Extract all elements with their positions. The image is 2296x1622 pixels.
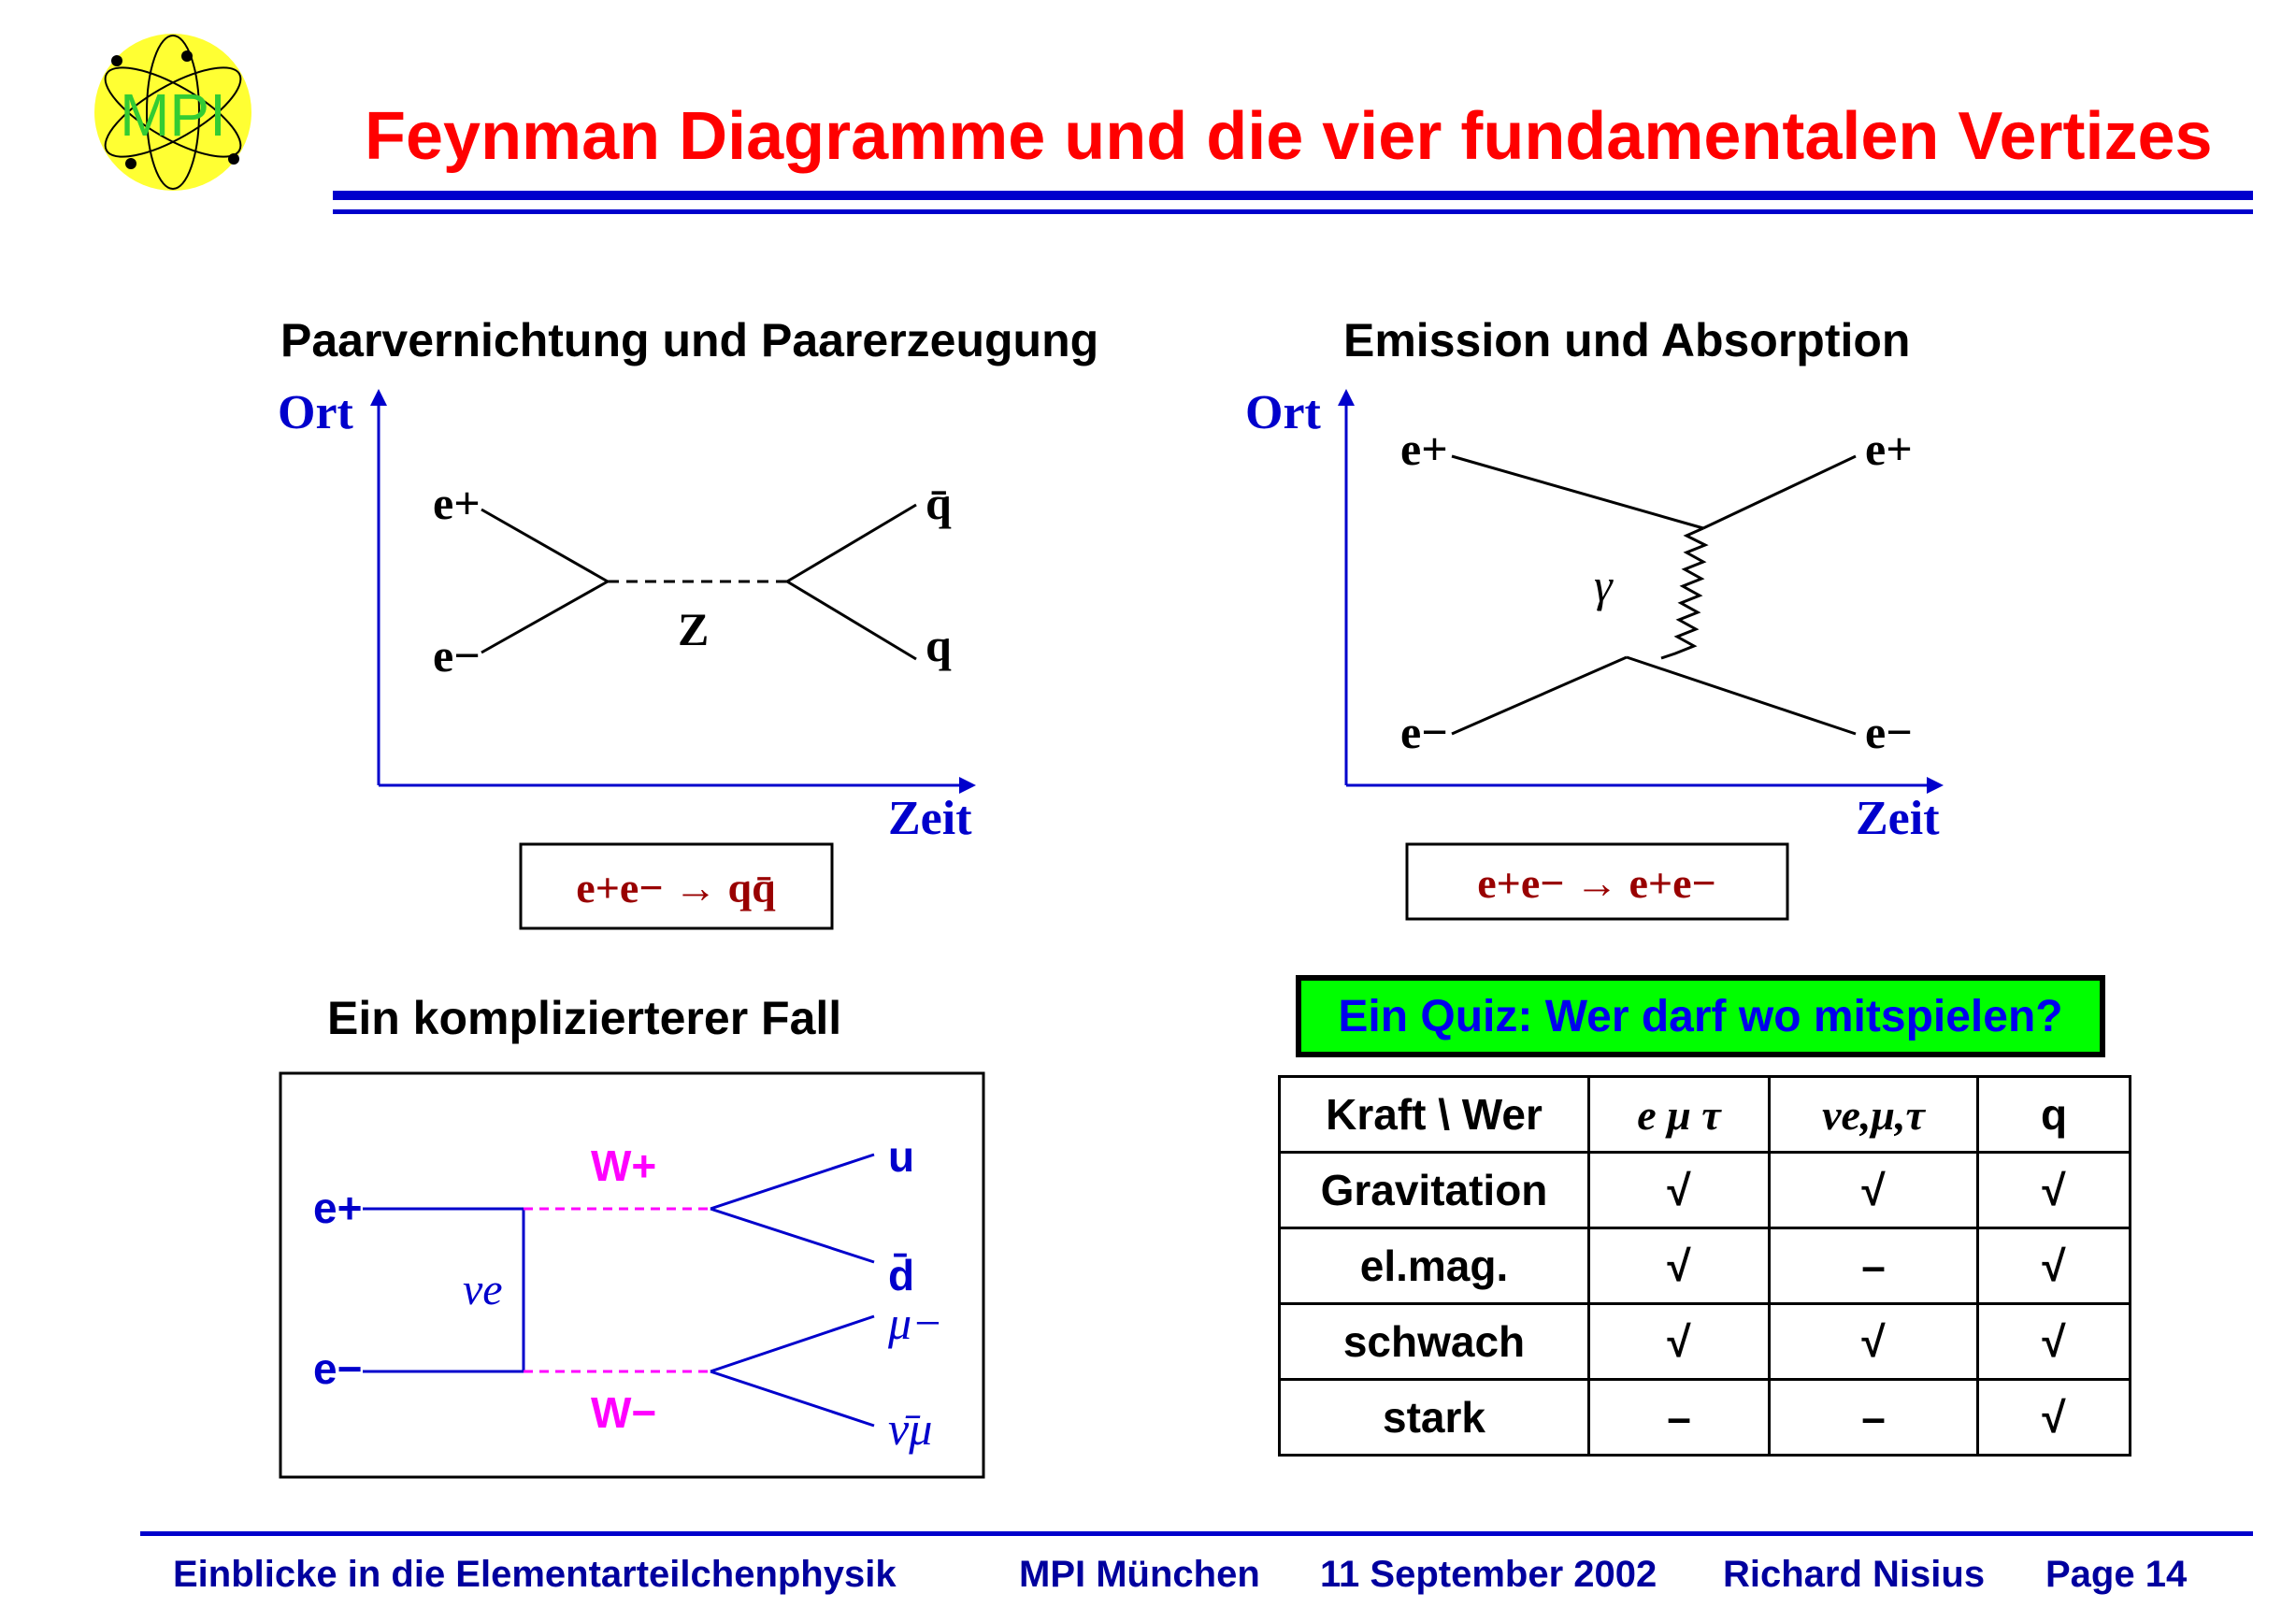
table-cell: – [1768, 1227, 1979, 1305]
table-cell: – [1768, 1378, 1979, 1457]
label-qbar: q̄ [926, 477, 952, 529]
label-e-plus: e+ [313, 1184, 362, 1232]
table-cell: √ [1976, 1302, 2131, 1381]
label-z: Z [678, 603, 709, 655]
label-mu: μ− [887, 1297, 943, 1349]
diagram-emission-absorption: Ort Zeit e+ e+ e− e− γ e+e− → e+e− [1245, 386, 1944, 921]
table-cell: √ [1768, 1151, 1979, 1229]
header-cell: q [1976, 1075, 2131, 1154]
label-e-minus-in: e− [1400, 706, 1448, 758]
axis-x-label: Zeit [888, 792, 972, 845]
label-u: u [888, 1132, 914, 1181]
title-rule-thick [333, 191, 2253, 200]
footer-place: MPI München [1019, 1554, 1260, 1595]
table-header-row: Kraft \ Wer e μ τ νe,μ,τ q [1278, 1075, 2131, 1154]
footer-lecture: Einblicke in die Elementarteilchenphysik [173, 1554, 897, 1595]
photon-line [1660, 526, 1709, 660]
label-w-minus: W− [591, 1388, 656, 1437]
table-cell: – [1587, 1378, 1771, 1457]
logo-text: MPI [120, 81, 226, 149]
quiz-banner: Ein Quiz: Wer darf wo mitspielen? [1296, 975, 2105, 1057]
label-e-plus: e+ [433, 477, 481, 529]
axis-y-label: Ort [278, 386, 354, 439]
label-dbar: d̄ [888, 1251, 914, 1299]
label-nubar-mu: ν̄μ [888, 1402, 932, 1455]
row-label: Gravitation [1278, 1151, 1590, 1229]
heading-emission-absorption: Emission und Absorption [1343, 314, 1911, 366]
label-w-plus: W+ [591, 1141, 656, 1190]
label-nu-e: νe [463, 1265, 503, 1314]
diagram-pair-annihilation: Ort Zeit e+ e− Z q̄ q e+e− → qq̄ [278, 386, 976, 930]
footer-rule [140, 1531, 2253, 1536]
table-cell: √ [1587, 1151, 1771, 1229]
table-row: el.mag. √ – √ [1278, 1227, 2131, 1305]
axis-y-label: Ort [1245, 386, 1322, 439]
diagram-complex-case: e+ e− νe W+ W− u d̄ μ− ν̄μ [279, 1071, 985, 1479]
slide-title: Feynman Diagramme und die vier fundament… [365, 99, 2213, 174]
table-row: schwach √ √ √ [1278, 1302, 2131, 1381]
footer-author: Richard Nisius [1723, 1554, 1986, 1595]
row-label: stark [1278, 1378, 1590, 1457]
footer-date: 11 September 2002 [1320, 1554, 1657, 1595]
table-row: Gravitation √ √ √ [1278, 1151, 2131, 1229]
label-e-minus-out: e− [1865, 706, 1913, 758]
table-cell: √ [1768, 1302, 1979, 1381]
table-cell: √ [1976, 1227, 2131, 1305]
label-e-plus-out: e+ [1865, 423, 1913, 475]
header-cell: e μ τ [1587, 1075, 1771, 1154]
label-q: q [926, 619, 952, 671]
table-cell: √ [1976, 1378, 2131, 1457]
row-label: el.mag. [1278, 1227, 1590, 1305]
table-cell: √ [1587, 1302, 1771, 1381]
header-cell: Kraft \ Wer [1278, 1075, 1590, 1154]
label-gamma: γ [1594, 559, 1614, 611]
process-box: e+e− → e+e− [1477, 859, 1716, 907]
table-cell: √ [1976, 1151, 2131, 1229]
quiz-table: Kraft \ Wer e μ τ νe,μ,τ q Gravitation √… [1278, 1075, 2131, 1457]
mpi-logo: MPI [94, 34, 251, 191]
axis-x-label: Zeit [1856, 792, 1940, 845]
table-row: stark – – √ [1278, 1378, 2131, 1457]
table-cell: √ [1587, 1227, 1771, 1305]
process-box: e+e− → qq̄ [576, 864, 776, 911]
row-label: schwach [1278, 1302, 1590, 1381]
label-e-plus-in: e+ [1400, 423, 1448, 475]
heading-pair-annihilation: Paarvernichtung und Paarerzeugung [280, 314, 1099, 366]
label-e-minus: e− [313, 1344, 362, 1393]
footer-page: Page 14 [2045, 1554, 2188, 1595]
heading-complex-case: Ein komplizierterer Fall [327, 992, 842, 1044]
header-cell: νe,μ,τ [1768, 1075, 1979, 1154]
title-rule-thin [333, 209, 2253, 214]
label-e-minus: e− [433, 629, 481, 682]
